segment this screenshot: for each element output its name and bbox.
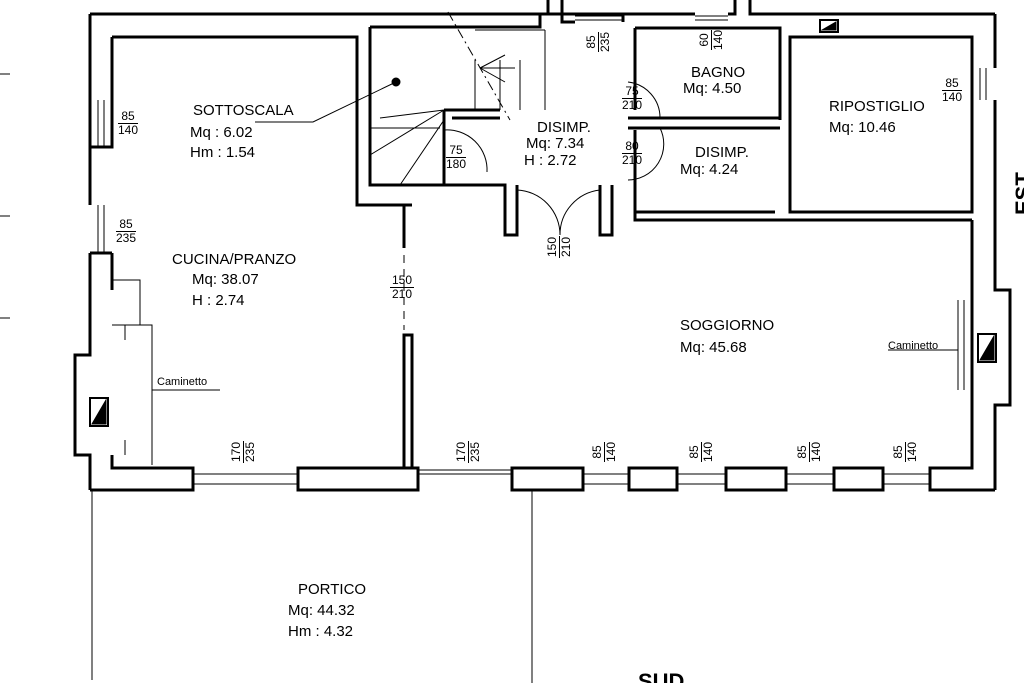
- room-portico-height: Hm : 4.32: [288, 623, 354, 640]
- room-sottoscala-name: SOTTOSCALA: [193, 102, 294, 119]
- room-cucina-height: H : 2.74: [192, 292, 245, 309]
- room-portico-name: PORTICO: [298, 581, 367, 598]
- room-cucina-area: Mq: 38.07: [192, 271, 259, 288]
- orientation-south: SUD: [638, 669, 685, 683]
- room-sottoscala-height: Hm : 1.54: [190, 144, 256, 161]
- room-ripostiglio-name: RIPOSTIGLIO: [829, 98, 925, 115]
- room-soggiorno-area: Mq: 45.68: [680, 339, 747, 356]
- room-disimp2-area: Mq: 4.24: [680, 161, 739, 178]
- room-disimp2-name: DISIMP.: [695, 144, 749, 161]
- leader-dot: [391, 77, 401, 87]
- caminetto-label-left: Caminetto: [157, 376, 208, 388]
- walls: [73, 0, 1012, 492]
- thin-lines: [0, 11, 987, 683]
- caminetto-label-right: Caminetto: [888, 340, 939, 352]
- room-ripostiglio-area: Mq: 10.46: [829, 119, 896, 136]
- room-soggiorno-name: SOGGIORNO: [680, 317, 775, 334]
- room-bagno-name: BAGNO: [691, 64, 746, 81]
- room-disimp1-area: Mq: 7.34: [526, 135, 585, 152]
- room-disimp1-height: H : 2.72: [524, 152, 577, 169]
- room-bagno-area: Mq: 4.50: [683, 80, 742, 97]
- room-cucina-name: CUCINA/PRANZO: [172, 251, 297, 268]
- fireplace-symbols: [89, 19, 997, 427]
- room-sottoscala-area: Mq : 6.02: [190, 124, 253, 141]
- room-disimp1-name: DISIMP.: [537, 119, 591, 136]
- room-portico-area: Mq: 44.32: [288, 602, 355, 619]
- orientation-east: EST: [1011, 172, 1024, 215]
